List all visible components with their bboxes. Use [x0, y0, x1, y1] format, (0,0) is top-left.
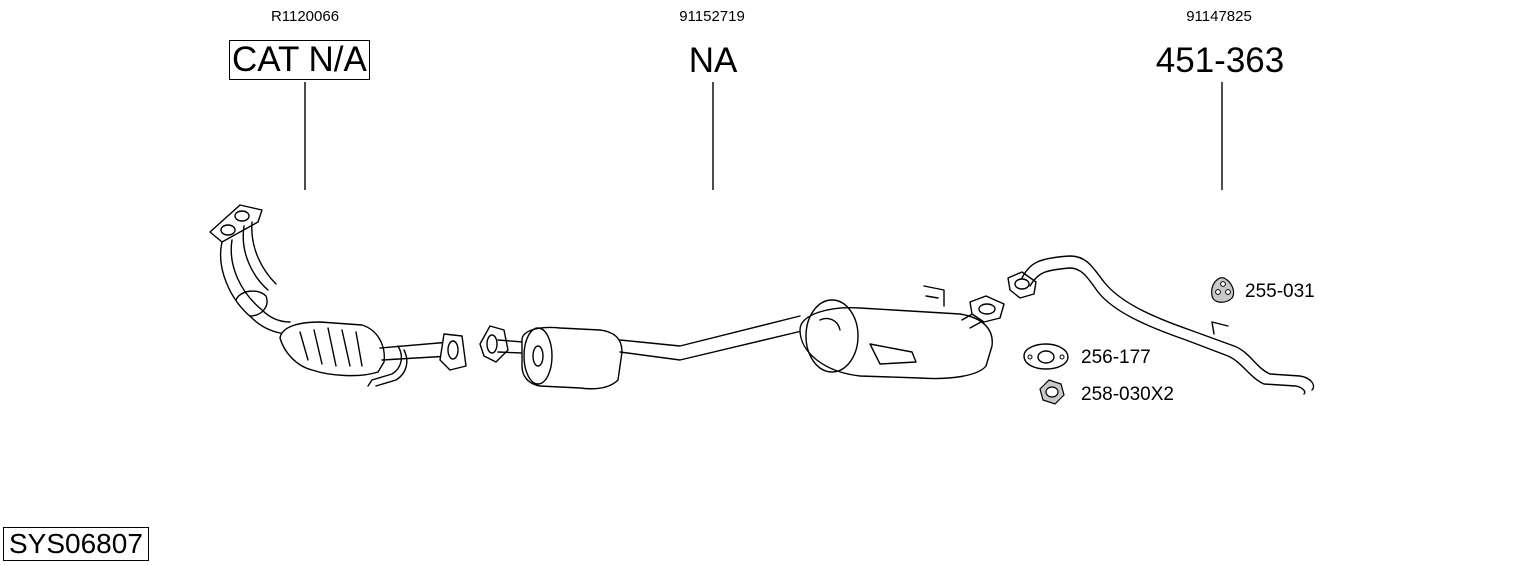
system-id-label: SYS06807	[3, 527, 149, 561]
hex-nut-icon[interactable]	[1039, 379, 1065, 405]
middle-silencer-icon[interactable]	[479, 315, 807, 390]
part-label-middle[interactable]: NA	[688, 41, 738, 80]
accessory-label-hex-nut: 258-030X2	[1081, 384, 1174, 405]
oem-number-middle: 91152719	[679, 8, 745, 25]
accessory-label-gasket: 256-177	[1081, 347, 1151, 368]
part-label-catalyst[interactable]: CAT N/A	[229, 40, 370, 80]
mounting-rubber-icon[interactable]	[1211, 277, 1235, 303]
rear-silencer-icon[interactable]	[799, 285, 1005, 380]
tail-pipe-icon[interactable]	[1007, 255, 1315, 395]
oem-number-catalyst: R1120066	[270, 8, 340, 25]
part-label-rear[interactable]: 451-363	[1155, 41, 1285, 80]
oem-number-rear: 91147825	[1186, 8, 1252, 25]
accessory-label-mounting-rubber: 255-031	[1245, 281, 1315, 302]
gasket-icon[interactable]	[1023, 343, 1069, 370]
catalytic-converter-icon[interactable]	[209, 204, 467, 387]
